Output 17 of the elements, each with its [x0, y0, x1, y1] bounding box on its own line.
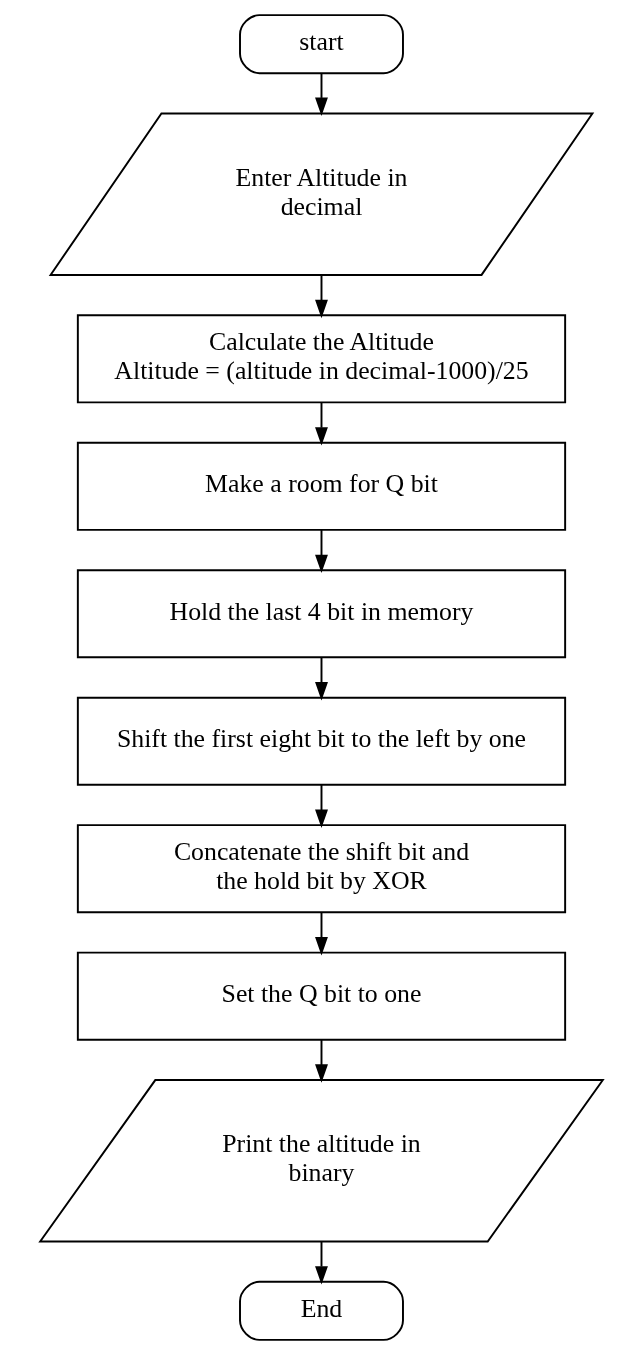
- arrow: [314, 1038, 328, 1083]
- arrow: [314, 656, 328, 701]
- node-box: start: [238, 14, 404, 75]
- arrow: [314, 401, 328, 446]
- node-box: Concatenate the shift bit and the hold bit by XOR: [76, 824, 566, 914]
- arrow: [314, 911, 328, 956]
- arrow: [314, 529, 328, 574]
- node-box: End: [238, 1280, 404, 1341]
- node-box: Set the Q bit to one: [76, 951, 566, 1041]
- arrow: [314, 1240, 328, 1285]
- arrow: [314, 72, 328, 116]
- arrow: [314, 274, 328, 319]
- arrow: [314, 783, 328, 828]
- node-box: Make a room for Q bit: [76, 441, 566, 531]
- node-box: Hold the last 4 bit in memory: [76, 569, 566, 659]
- node-box: Calculate the Altitude Altitude = (altitude in decimal-1000)/25: [76, 314, 566, 404]
- node-box: Shift the first eight bit to the left by one: [76, 696, 566, 786]
